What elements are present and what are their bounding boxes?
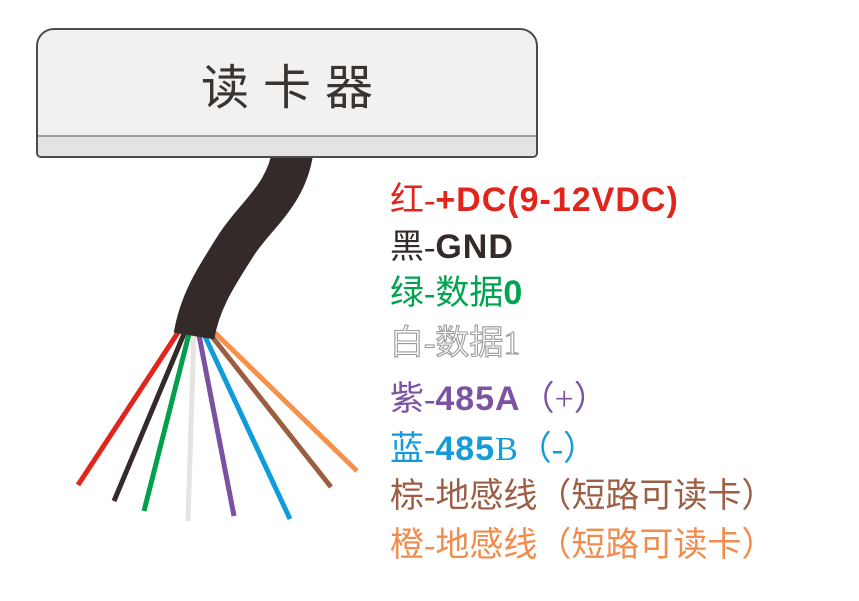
card-reader-face: 读卡器	[38, 30, 536, 135]
label-function: 485A	[435, 380, 521, 418]
wire-label-purple: 紫-485A（+）	[390, 375, 608, 423]
label-wire-name: 黑-	[390, 229, 436, 266]
label-function: 0	[503, 274, 524, 312]
label-wire-name: 绿-数据	[390, 275, 504, 312]
label-function: 485	[435, 430, 496, 468]
label-wire-name: 棕-地感线（短路可读卡）	[390, 478, 776, 515]
cable	[173, 146, 314, 340]
wire-black	[111, 328, 189, 502]
label-function: +DC(9-12VDC)	[435, 181, 679, 219]
wire-orange	[208, 326, 359, 473]
wire-label-orange: 橙-地感线（短路可读卡）	[390, 521, 775, 569]
label-suffix: B（-）	[495, 431, 598, 468]
wire-label-black: 黑-GND	[390, 223, 514, 271]
wire-blue	[199, 328, 293, 521]
label-wire-name: 红-	[390, 182, 436, 219]
label-wire-name: 橙-地感线（短路可读卡）	[390, 527, 776, 564]
wire-brown	[204, 327, 333, 489]
wire-red	[75, 326, 184, 487]
label-wire-name: 紫-	[390, 381, 436, 418]
label-suffix: （+）	[520, 381, 608, 418]
wire-white	[185, 329, 197, 522]
wire-label-blue: 蓝-485B（-）	[390, 425, 597, 473]
wire-label-white: 白-数据1	[389, 319, 521, 367]
label-function: GND	[435, 228, 514, 266]
wire-green	[141, 329, 193, 512]
card-reader-bottom-strip	[38, 135, 536, 156]
card-reader-title: 读卡器	[200, 61, 387, 115]
card-reader-panel: 读卡器	[36, 28, 538, 158]
wire-label-red: 红-+DC(9-12VDC)	[390, 176, 679, 224]
label-wire-name: 蓝-	[390, 431, 436, 468]
label-wire-name: 白-数据1	[389, 324, 521, 362]
wire-purple	[195, 329, 237, 517]
wire-label-brown: 棕-地感线（短路可读卡）	[390, 472, 775, 520]
wire-label-green: 绿-数据0	[390, 269, 523, 317]
